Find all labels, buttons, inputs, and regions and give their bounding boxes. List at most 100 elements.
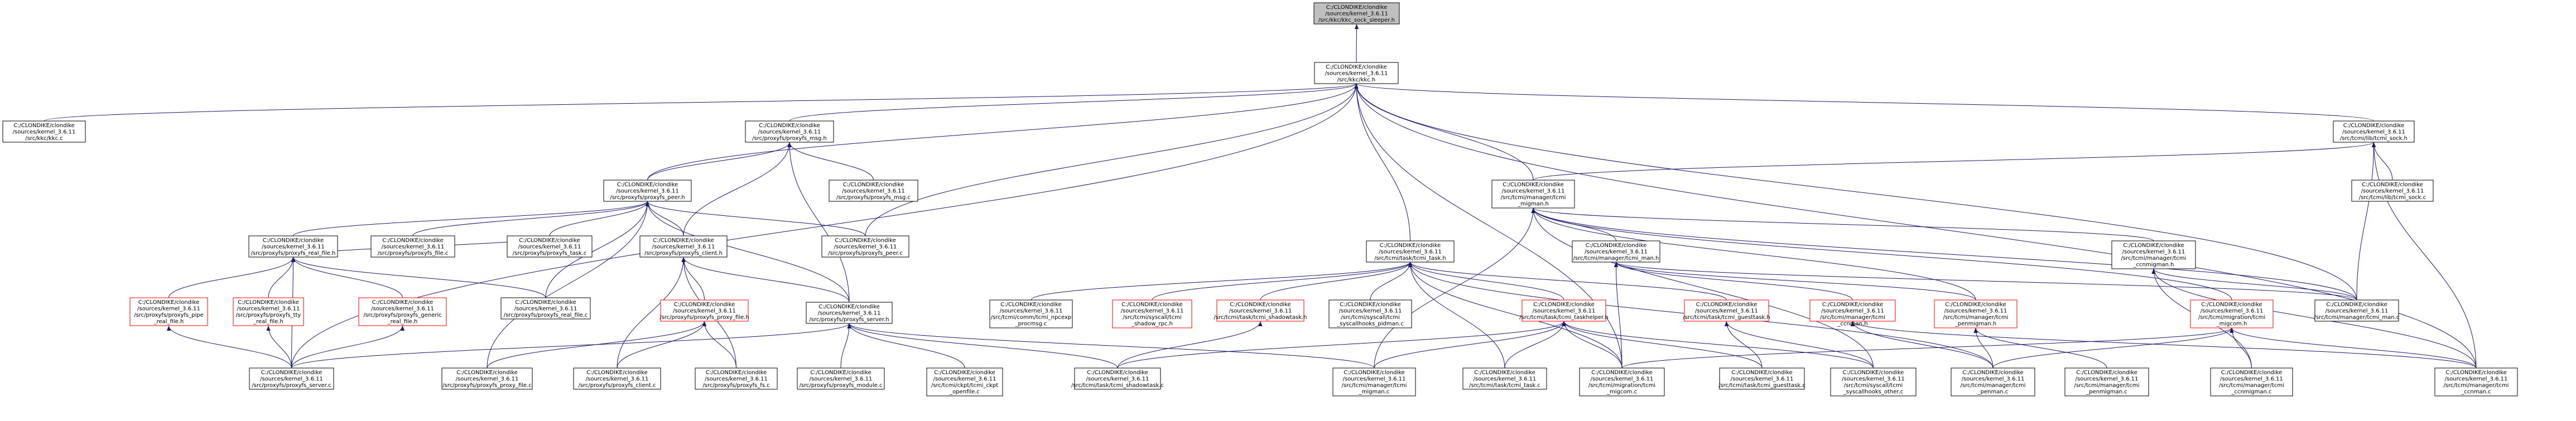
- edge-proxyfs_peer_c-to-kkc_h: [865, 83, 1359, 236]
- node-tcmi-syscallhooks-pidman-c[interactable]: C:/CLONDIKE/clondike/sources/kernel_3.6.…: [1328, 299, 1412, 328]
- node-proxyfs-fs-c[interactable]: C:/CLONDIKE/clondike/sources/kernel_3.6.…: [695, 367, 778, 390]
- node-label-line: /sources/kernel_3.6.11: [2220, 376, 2283, 383]
- edge-proxyfs_msg_c-to-proxyfs_msg_h: [787, 142, 874, 181]
- node-proxyfs-module-c[interactable]: C:/CLONDIKE/clondike/sources/kernel_3.6.…: [797, 367, 885, 390]
- node-tcmi-ccnmigman-c[interactable]: C:/CLONDIKE/clondike/sources/kernel_3.6.…: [2210, 367, 2293, 396]
- node-proxyfs-msg-h[interactable]: C:/CLONDIKE/clondike/sources/kernel_3.6.…: [745, 120, 834, 143]
- node-label-line: /src/proxyfs/proxyfs_real_file.c: [504, 312, 588, 318]
- node-tcmi-ckpt-openfile-c[interactable]: C:/CLONDIKE/clondike/sources/kernel_3.6.…: [926, 367, 1003, 396]
- node-tcmi-taskhelper-h[interactable]: C:/CLONDIKE/clondike/sources/kernel_3.6.…: [1519, 299, 1609, 322]
- node-tcmi-shadowtask-c[interactable]: C:/CLONDIKE/clondike/sources/kernel_3.6.…: [1071, 367, 1164, 390]
- node-tcmi-migman-h[interactable]: C:/CLONDIKE/clondike/sources/kernel_3.6.…: [1491, 180, 1575, 209]
- node-label-line: C:/CLONDIKE/clondike: [1326, 4, 1388, 11]
- node-tcmi-guesttask-h[interactable]: C:/CLONDIKE/clondike/sources/kernel_3.6.…: [1683, 299, 1770, 322]
- node-kkc-h[interactable]: C:/CLONDIKE/clondike/sources/kernel_3.6.…: [1314, 62, 1399, 84]
- edge-tcmi_taskhelper_h-to-tcmi_task_h: [1408, 262, 1564, 301]
- node-proxyfs-peer-h[interactable]: C:/CLONDIKE/clondike/sources/kernel_3.6.…: [603, 180, 692, 202]
- node-label-line: /sources/kernel_3.6.11: [371, 306, 434, 312]
- node-proxyfs-server-c[interactable]: C:/CLONDIKE/clondike/sources/kernel_3.6.…: [249, 367, 334, 390]
- node-label-line: C:/CLONDIKE/clondike: [1000, 302, 1062, 308]
- node-tcmi-task-h[interactable]: C:/CLONDIKE/clondike/sources/kernel_3.6.…: [1366, 240, 1455, 263]
- node-tcmi-sock-c[interactable]: C:/CLONDIKE/clondike/sources/kernel_3.6.…: [2351, 180, 2434, 202]
- node-tcmi-ccnmigman-h[interactable]: C:/CLONDIKE/clondike/sources/kernel_3.6.…: [2111, 240, 2196, 269]
- edge-proxyfs_server_h-to-proxyfs_msg_h: [787, 142, 850, 303]
- edge-tcmi_man_c-to-tcmi_ccnmigman_h: [2151, 268, 2357, 301]
- node-label-line: /sources/kernel_3.6.11: [237, 306, 300, 312]
- node-box: [1366, 240, 1455, 263]
- node-tcmi-sock-h[interactable]: C:/CLONDIKE/clondike/sources/kernel_3.6.…: [2333, 120, 2415, 143]
- node-label-line: /sources/kernel_3.6.11: [818, 311, 881, 317]
- node-tcmi-migman-c[interactable]: C:/CLONDIKE/clondike/sources/kernel_3.6.…: [1332, 367, 1416, 396]
- edge-tcmi_migman_h-to-tcmi_sock_h: [1533, 142, 2376, 181]
- node-proxyfs-tty-real-file-h[interactable]: C:/CLONDIKE/clondike/sources/kernel_3.6.…: [233, 297, 304, 326]
- node-proxyfs-msg-c[interactable]: C:/CLONDIKE/clondike/sources/kernel_3.6.…: [829, 180, 918, 202]
- node-proxyfs-task-c[interactable]: C:/CLONDIKE/clondike/sources/kernel_3.6.…: [507, 235, 593, 258]
- edge-tcmi_sock_h-to-kkc_h: [1354, 83, 2374, 122]
- node-tcmi-penman-h[interactable]: C:/CLONDIKE/clondike/sources/kernel_3.6.…: [1934, 299, 2018, 328]
- node-box: [2064, 367, 2149, 396]
- node-label-line: _penmigman.h: [1954, 321, 1996, 327]
- node-proxyfs-proxy-file-c[interactable]: C:/CLONDIKE/clondike/sources/kernel_3.6.…: [441, 367, 533, 390]
- node-label-line: _ccnman.h: [1837, 321, 1867, 327]
- node-label-line: /sources/kernel_3.6.11: [2201, 308, 2264, 314]
- node-label-line: C:/CLONDIKE/clondike: [617, 182, 678, 188]
- node-tcmi-npcexp-procmsg-c[interactable]: C:/CLONDIKE/clondike/sources/kernel_3.6.…: [989, 299, 1073, 328]
- node-tcmi-penman-c[interactable]: C:/CLONDIKE/clondike/sources/kernel_3.6.…: [1951, 367, 2035, 396]
- node-proxyfs-proxy-file-h[interactable]: C:/CLONDIKE/clondike/sources/kernel_3.6.…: [659, 299, 749, 322]
- node-tcmi-penmigman-c[interactable]: C:/CLONDIKE/clondike/sources/kernel_3.6.…: [2064, 367, 2149, 396]
- node-proxyfs-peer-c[interactable]: C:/CLONDIKE/clondike/sources/kernel_3.6.…: [821, 235, 909, 258]
- node-box: [1579, 367, 1665, 396]
- node-label-line: /src/proxyfs/proxyfs_msg.h: [752, 136, 827, 142]
- node-proxyfs-client-h[interactable]: C:/CLONDIKE/clondike/sources/kernel_3.6.…: [639, 235, 728, 258]
- node-kcc-sock-sleeper[interactable]: C:/CLONDIKE/clondike/sources/kernel_3.6.…: [1313, 2, 1400, 25]
- node-label-line: /sources/kernel_3.6.11: [1086, 376, 1149, 383]
- node-proxyfs-real-file-h[interactable]: C:/CLONDIKE/clondike/sources/kernel_3.6.…: [248, 235, 338, 258]
- node-box: [2111, 240, 2196, 269]
- edge-tcmi_man_c-to-tcmi_sock_h: [2356, 142, 2376, 301]
- node-label-line: C:/CLONDIKE/clondike: [1696, 302, 1758, 308]
- node-tcmi-syscallhooks-other-c[interactable]: C:/CLONDIKE/clondike/sources/kernel_3.6.…: [1830, 367, 1917, 396]
- node-tcmi-migcom-h[interactable]: C:/CLONDIKE/clondike/sources/kernel_3.6.…: [2190, 299, 2274, 328]
- node-label-line: /src/proxyfs/proxyfs_real_file.h: [251, 250, 336, 257]
- node-tcmi-man-c[interactable]: C:/CLONDIKE/clondike/sources/kernel_3.6.…: [2314, 299, 2400, 322]
- node-label-line: _ccnman.c: [2461, 389, 2491, 395]
- edge-proxyfs_server_c-to-proxyfs_pipe_real_file_h: [166, 325, 292, 369]
- edge-tcmi_syscallhooks_other_c-to-tcmi_taskhelper_h: [1562, 321, 1874, 369]
- node-label-line: /sources/kernel_3.6.11: [1343, 376, 1406, 383]
- node-proxyfs-pipe-real-file-h[interactable]: C:/CLONDIKE/clondike/sources/kernel_3.6.…: [129, 297, 208, 326]
- node-proxyfs-server-h[interactable]: C:/CLONDIKE/clondike/sources/kernel_3.6.…: [806, 302, 893, 324]
- node-label-line: /src/tcmi/manager/tcmi: [1820, 314, 1885, 321]
- node-kkc-c[interactable]: C:/CLONDIKE/clondike/sources/kernel_3.6.…: [2, 120, 86, 143]
- node-proxyfs-client-c[interactable]: C:/CLONDIKE/clondike/sources/kernel_3.6.…: [573, 367, 661, 390]
- node-tcmi-task-c[interactable]: C:/CLONDIKE/clondike/sources/kernel_3.6.…: [1462, 367, 1547, 390]
- edge-proxyfs_task_c-to-proxyfs_peer_h: [549, 201, 650, 236]
- node-tcmi-migcom-c[interactable]: C:/CLONDIKE/clondike/sources/kernel_3.6.…: [1579, 367, 1665, 396]
- node-label-line: C:/CLONDIKE/clondike: [1344, 370, 1405, 376]
- node-label-line: /src/proxyfs/proxyfs_tty: [236, 312, 301, 318]
- node-label-line: /src/kkc/kkc_sock_sleeper.h: [1318, 17, 1395, 23]
- node-label-line: _penman.c: [1977, 389, 2009, 395]
- edge-tcmi_migcom_c-to-tcmi_migcom_h: [1621, 327, 2234, 369]
- node-label-line: C:/CLONDIKE/clondike: [1962, 370, 2024, 376]
- node-label-line: /sources/kernel_3.6.11: [1229, 308, 1292, 314]
- node-tcmi-guesttask-c[interactable]: C:/CLONDIKE/clondike/sources/kernel_3.6.…: [1718, 367, 1805, 390]
- node-label-line: C:/CLONDIKE/clondike: [263, 238, 324, 244]
- node-proxyfs-real-file-c[interactable]: C:/CLONDIKE/clondike/sources/kernel_3.6.…: [500, 297, 591, 320]
- node-label-line: /sources/kernel_3.6.11: [758, 129, 821, 136]
- node-label-line: /sources/kernel_3.6.11: [262, 244, 325, 250]
- node-label-line: /src/proxyfs/proxyfs_file.c: [378, 250, 449, 257]
- node-label-line: /src/tcmi/manager/tcmi: [2219, 383, 2284, 389]
- node-tcmi-ccnman-c[interactable]: C:/CLONDIKE/clondike/sources/kernel_3.6.…: [2434, 367, 2518, 396]
- node-label-line: C:/CLONDIKE/clondike: [1533, 302, 1595, 308]
- node-tcmi-shadow-rpc-h[interactable]: C:/CLONDIKE/clondike/sources/kernel_3.6.…: [1112, 299, 1192, 328]
- node-proxyfs-file-c[interactable]: C:/CLONDIKE/clondike/sources/kernel_3.6.…: [370, 235, 455, 258]
- node-tcmi-man-h[interactable]: C:/CLONDIKE/clondike/sources/kernel_3.6.…: [1572, 240, 1660, 263]
- node-tcmi-shadowtask-h[interactable]: C:/CLONDIKE/clondike/sources/kernel_3.6.…: [1214, 299, 1307, 322]
- edge-tcmi_migcom_c-to-tcmi_man_h: [1614, 262, 1622, 369]
- node-proxyfs-generic-real-file-h[interactable]: C:/CLONDIKE/clondike/sources/kernel_3.6.…: [358, 297, 447, 326]
- edge-tcmi_shadowtask_c-to-proxyfs_server_h: [847, 323, 1118, 369]
- node-label-line: C:/CLONDIKE/clondike: [674, 302, 735, 308]
- node-label-line: /sources/kernel_3.6.11: [1325, 71, 1388, 77]
- node-tcmi-ccnman-h[interactable]: C:/CLONDIKE/clondike/sources/kernel_3.6.…: [1809, 299, 1896, 327]
- node-label-line: /sources/kernel_3.6.11: [933, 376, 996, 383]
